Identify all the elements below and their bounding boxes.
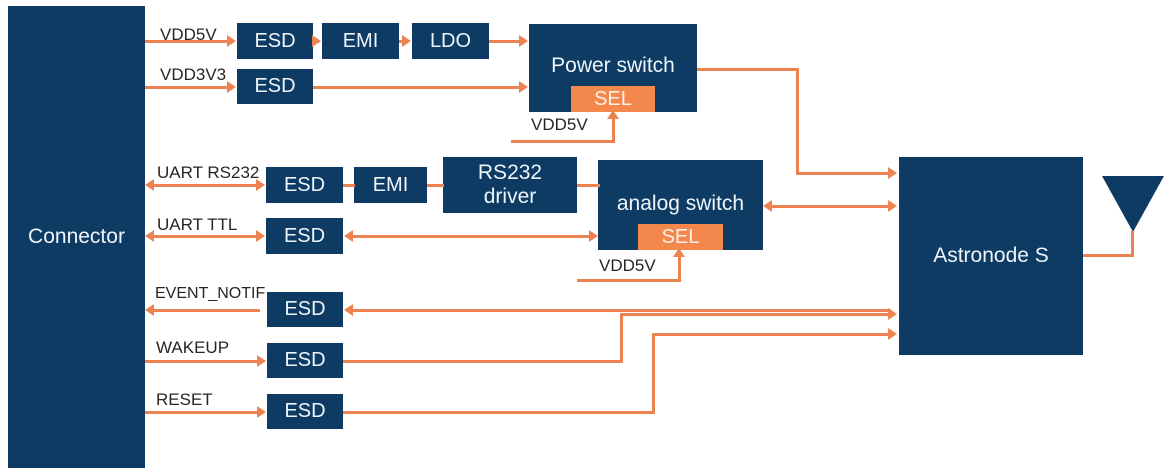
block-connector-label: Connector [28,225,125,249]
block-esd-ttl-label: ESD [283,224,326,247]
wire-vdd3v3-esd-power-switch [313,86,522,89]
block-esd-vdd5v-label: ESD [254,29,296,52]
wire-wakeup-connector-esd [145,360,258,363]
analog-switch-sel-label: SEL [661,225,700,248]
block-esd-vdd3v3: ESD [237,69,313,104]
block-power-switch-label: Power switch [551,54,675,77]
label-vdd3v3: VDD3V3 [160,65,227,84]
wire-emi-rs232-driver [427,184,444,187]
arrowhead-vdd5v-esd [227,35,236,47]
block-esd-event-notif-label: ESD [284,298,326,321]
arrowhead-ttl-analog-switch-side [589,230,598,242]
block-ldo: LDO [412,23,489,59]
block-astronode-s: Astronode S [899,157,1083,355]
arrowhead-emi-ldo [402,35,411,47]
arrowhead-event-notif-connector [145,304,154,316]
arrowhead-analog-switch-side [763,200,772,212]
wire-esd-ttl-analog-switch [351,235,594,238]
label-vdd5v: VDD5V [160,25,217,44]
block-esd-reset: ESD [267,394,343,429]
arrowhead-reset-esd [257,406,266,418]
label-wakeup: WAKEUP [156,338,230,357]
arrowhead-uart-rs232-esd [256,179,265,191]
arrowhead-uart-ttl-connector [145,230,154,242]
wire-wakeup-v [620,313,623,363]
wire-wakeup-h2 [620,313,891,316]
wire-event-notif-esd-astronode [351,309,891,312]
wire-power-switch-out-v [796,68,799,174]
antenna-icon [1102,176,1164,232]
wire-power-switch-out-h1 [697,68,799,71]
wire-vdd3v3-connector-esd [145,86,228,89]
wire-vdd5v-sel-power-v [612,118,615,141]
wire-astronode-antenna-v [1131,231,1134,256]
wire-event-notif-connector-esd [152,309,260,312]
block-esd-vdd3v3-label: ESD [254,75,296,98]
block-emi-rs232: EMI [354,167,427,203]
block-esd-wakeup: ESD [267,343,343,378]
wire-vdd5v-sel-power-h [511,140,615,143]
block-analog-switch-label: analog switch [616,192,745,215]
wire-uart-rs232-connector-esd [152,184,257,187]
wire-astronode-antenna-h [1083,254,1134,257]
block-esd-event-notif: ESD [267,292,343,327]
arrowhead-astronode-analog-side [888,200,897,212]
arrowhead-reset-astronode [888,328,897,340]
wire-reset-esd-h1 [343,411,655,414]
block-esd-ttl: ESD [266,218,343,254]
wire-reset-h2 [652,333,891,336]
arrowhead-esd-emi-vdd5v [312,35,321,47]
arrowhead-wakeup-esd [257,355,266,367]
label-uart-rs232: UART RS232 [157,163,260,182]
wire-vdd5v-sel-analog-h [577,279,681,282]
arrowhead-uart-ttl-esd [256,230,265,242]
wire-rs232-driver-analog-switch [577,184,600,187]
label-reset: RESET [156,390,213,409]
block-emi-vdd5v: EMI [322,23,399,59]
arrowhead-uart-rs232-connector [145,179,154,191]
block-rs232-driver: RS232 driver [443,157,577,213]
arrowhead-vdd3v3-esd [227,81,236,93]
block-rs232-driver-label-line2: driver [483,185,537,208]
block-emi-rs232-label: EMI [372,173,409,196]
block-esd-vdd5v: ESD [237,23,313,59]
label-uart-ttl: UART TTL [157,215,238,234]
block-astronode-s-label: Astronode S [933,244,1049,268]
wire-vdd5v-sel-analog-v [678,256,681,280]
wire-ldo-power-switch [489,40,522,43]
wire-esd-emi-rs232 [343,184,355,187]
arrowhead-vdd5v-sel-analog [673,248,685,257]
analog-switch-sel-badge: SEL [638,224,723,250]
wire-reset-v [652,333,655,414]
label-sel-supply-power: VDD5V [531,115,588,134]
wire-wakeup-esd-h1 [343,360,623,363]
wire-power-switch-out-h2 [796,172,891,175]
block-emi-vdd5v-label: EMI [342,29,379,52]
wire-uart-ttl-connector-esd [152,235,257,238]
label-sel-supply-analog: VDD5V [599,256,656,275]
arrowhead-event-notif-esd [344,304,353,316]
block-rs232-driver-label-line1: RS232 [477,161,543,185]
power-switch-sel-badge: SEL [571,86,655,112]
block-esd-rs232: ESD [266,167,343,203]
wire-analog-switch-astronode [771,205,891,208]
block-ldo-label: LDO [429,29,472,52]
arrowhead-vdd3v3-power-switch [519,81,528,93]
wire-vdd5v-connector-esd [145,40,228,43]
block-esd-wakeup-label: ESD [284,349,326,372]
arrowhead-ldo-power-switch [519,35,528,47]
arrowhead-ttl-esd-side [344,230,353,242]
arrowhead-wakeup-astronode [888,308,897,320]
block-esd-reset-label: ESD [284,400,326,423]
arrowhead-vdd5v-sel-power [607,110,619,119]
label-event-notif: EVENT_NOTIF [155,285,266,302]
block-esd-rs232-label: ESD [283,173,326,196]
power-switch-sel-label: SEL [594,87,632,110]
block-connector: Connector [8,6,145,468]
arrowhead-power-switch-astronode [888,167,897,179]
wire-reset-connector-esd [145,411,258,414]
